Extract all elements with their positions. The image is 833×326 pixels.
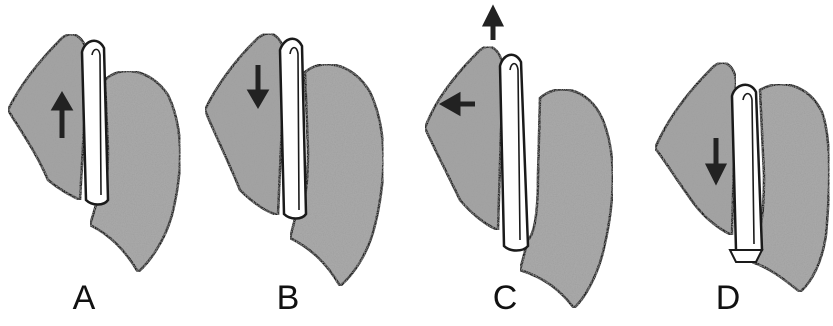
panel-d-left-tissue: [655, 63, 736, 235]
panel-d-right-tissue: [752, 84, 829, 292]
panel-label-c: C: [475, 278, 535, 318]
panel-b: [205, 34, 383, 286]
panel-a: [8, 34, 180, 272]
panel-c-arrow-up: [486, 10, 500, 40]
panel-c-left-tissue: [425, 47, 503, 230]
panel-d-tooth: [732, 85, 762, 255]
panel-c-tooth: [500, 55, 528, 251]
panel-d-root-wedge: [730, 250, 762, 262]
panel-a-left-tissue: [8, 34, 88, 200]
panel-label-d: D: [698, 278, 758, 318]
panel-c-right-tissue: [520, 89, 613, 308]
panel-label-a: A: [54, 278, 114, 318]
panel-c: [425, 10, 613, 308]
panel-a-tooth: [82, 41, 108, 205]
panel-b-tooth: [280, 39, 306, 219]
panel-label-b: B: [258, 278, 318, 318]
panel-d: [655, 63, 829, 292]
panel-b-left-tissue: [205, 34, 285, 215]
